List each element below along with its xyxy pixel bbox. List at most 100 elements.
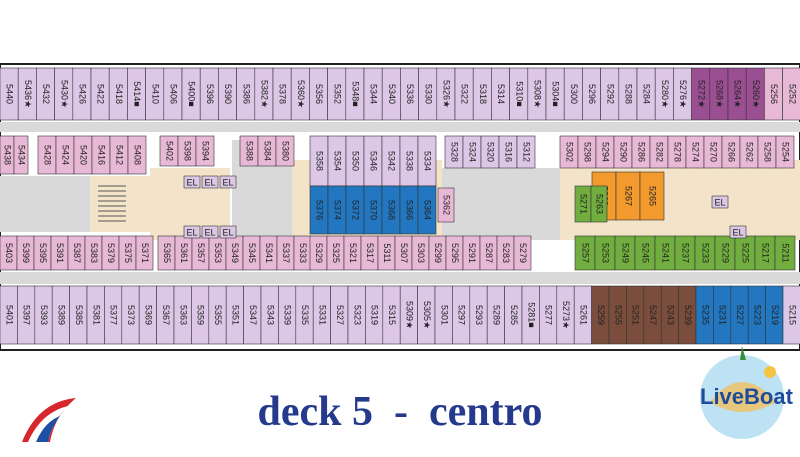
bottom-outer-cabin-label: 5377 — [109, 305, 119, 325]
orange-block-cabin-label: 5265 — [648, 186, 658, 206]
top-outer-cabin-label: 5276★ — [678, 80, 688, 108]
top-outer-cabin-label: 5304■ — [551, 81, 561, 106]
top-outer-cabin-label: 5264★ — [733, 80, 743, 108]
bottom-outer-cabin-label: 5243 — [666, 305, 676, 325]
top-outer-cabin-label: 5400■ — [187, 81, 197, 106]
top-outer-cabin-label: 5436★ — [23, 80, 33, 108]
top-outer-cabin-label: 5390 — [223, 84, 233, 104]
top-inner-d-cabin-label: 5346 — [369, 151, 379, 171]
top-outer-cabin-label: 5430★ — [59, 80, 69, 108]
blue-block-cabin-label: 5370 — [369, 200, 379, 220]
bottom-inner-a-cabin — [135, 235, 154, 271]
top-inner-a-cabin-label: 5420 — [79, 145, 89, 165]
bottom-outer-cabin-label: 5255 — [613, 305, 623, 325]
green-lower-cabin-label: 5237 — [681, 243, 691, 263]
top-inner-f-cabin-label: 5294 — [601, 142, 611, 162]
elevator-label: EL — [204, 177, 215, 187]
top-inner-e-cabin-label: 5328 — [450, 142, 460, 162]
green-lower-cabin-label: 5217 — [761, 243, 771, 263]
top-inner-e-cabin — [516, 135, 536, 169]
top-inner-a-cabin-label: 5412 — [115, 145, 125, 165]
bottom-inner-c-cabin-label: 5317 — [365, 243, 375, 263]
single-cabin-label: 5362 — [442, 195, 452, 215]
elevator-label: EL — [204, 227, 215, 237]
bottom-outer-cabin-label: 5251 — [631, 305, 641, 325]
green-lower-cabin-label: 5211 — [781, 243, 791, 262]
bottom-outer-cabin-label: 5293 — [474, 305, 484, 325]
blue-block-cabin-label: 5376 — [315, 200, 325, 220]
bottom-inner-b-cabin-label: 5337 — [281, 243, 291, 263]
top-outer-cabin-label: 5432 — [41, 84, 51, 104]
blue-block-cabin-label: 5374 — [333, 200, 343, 220]
bottom-inner-b-cabin-label: 5357 — [196, 243, 206, 263]
carnival-logo-icon — [22, 398, 76, 442]
top-inner-f-cabin-label: 5254 — [781, 142, 791, 162]
top-inner-f-cabin-label: 5270 — [709, 142, 719, 162]
bottom-outer-cabin-label: 5309★ — [405, 301, 415, 329]
top-outer-cabin-label: 5344 — [369, 84, 379, 104]
elevator-label: EL — [186, 227, 197, 237]
top-inner-f-cabin-label: 5262 — [745, 142, 755, 162]
bottom-outer-cabin-label: 5347 — [248, 305, 258, 325]
bottom-outer-cabin-label: 5301 — [439, 305, 449, 325]
top-inner-b-cabin-label: 5394 — [201, 141, 211, 161]
top-inner-c-cabin-label: 5388 — [245, 141, 255, 161]
top-inner-f-cabin-label: 5290 — [619, 142, 629, 162]
elevator-box — [201, 225, 219, 239]
top-inner-a-cabin-label: 5416 — [97, 145, 107, 165]
bottom-outer-cabin-label: 5331 — [318, 305, 328, 325]
bottom-inner-c-cabin-label: 5307 — [399, 243, 409, 263]
liveboat-live-text: LiveBoat.it — [700, 384, 794, 409]
top-inner-f-cabin — [775, 135, 795, 169]
green-lower-cabin-label: 5257 — [581, 243, 591, 263]
green-upper-cabin-label: 5263 — [595, 194, 605, 214]
green-upper-cabin-label: 5271 — [579, 194, 589, 214]
green-upper-cabin — [590, 185, 608, 223]
top-inner-e-cabin-label: 5324 — [468, 142, 478, 162]
blue-block-cabin — [417, 185, 437, 235]
bottom-outer-cabin-label: 5285 — [509, 305, 519, 325]
liveboat-logo-icon: LiveBoat.it — [700, 346, 794, 439]
bottom-outer-cabin-label: 5259 — [596, 305, 606, 325]
top-outer-cabin-label: 5284 — [642, 84, 652, 104]
top-outer-cabin-label: 5310■ — [514, 81, 524, 106]
top-inner-f-cabin-label: 5274 — [691, 142, 701, 162]
top-outer-cabin-label: 5256 — [769, 84, 779, 104]
top-inner-d-cabin-label: 5338 — [405, 151, 415, 171]
top-inner-d-cabin-label: 5342 — [387, 151, 397, 171]
elevator-box — [183, 175, 201, 189]
bottom-outer-cabin-label: 5223 — [753, 305, 763, 325]
deck-title: deck 5 - centro — [257, 389, 543, 435]
top-outer-cabin-label: 5292 — [605, 84, 615, 104]
top-outer-cabin-label: 5414■ — [132, 81, 142, 106]
top-inner-left-cabin-label: 5438 — [3, 145, 13, 165]
top-outer-cabin-label: 5378 — [278, 84, 288, 104]
bottom-outer-cabin-label: 5369 — [144, 305, 154, 325]
bottom-outer-cabin-label: 5339 — [283, 305, 293, 325]
top-inner-c-cabin-label: 5380 — [281, 141, 291, 161]
top-outer-cabin-label: 5296 — [587, 84, 597, 104]
upper-corridor — [0, 122, 800, 132]
bottom-inner-c-cabin-label: 5303 — [416, 243, 426, 263]
bottom-outer-cabin-label: 5385 — [74, 305, 84, 325]
top-inner-a-cabin-label: 5428 — [43, 145, 53, 165]
bottom-inner-c-cabin-label: 5329 — [314, 243, 324, 263]
elevator-label: EL — [714, 197, 725, 207]
top-outer-cabin-label: 5360★ — [296, 80, 306, 108]
green-lower-cabin-label: 5253 — [601, 243, 611, 263]
bottom-inner-a-cabin-label: 5395 — [38, 243, 48, 263]
bottom-inner-a-cabin-label: 5379 — [106, 243, 116, 263]
bottom-outer-cabin-label: 5389 — [57, 305, 67, 325]
bottom-outer-cabin-label: 5235 — [700, 305, 710, 325]
elevator-label: EL — [222, 227, 233, 237]
top-outer-cabin-label: 5272★ — [696, 80, 706, 108]
top-outer-cabin — [782, 67, 800, 121]
top-inner-a-cabin-label: 5424 — [61, 145, 71, 165]
bottom-outer-cabin-label: 5281■ — [526, 302, 536, 327]
bottom-outer-cabin-label: 5215 — [787, 305, 797, 325]
top-inner-c-cabin-label: 5384 — [263, 141, 273, 161]
top-outer-cabin-label: 5410 — [150, 84, 160, 104]
bottom-outer-cabin-label: 5397 — [22, 305, 32, 325]
bottom-outer-cabin-label: 5319 — [370, 305, 380, 325]
